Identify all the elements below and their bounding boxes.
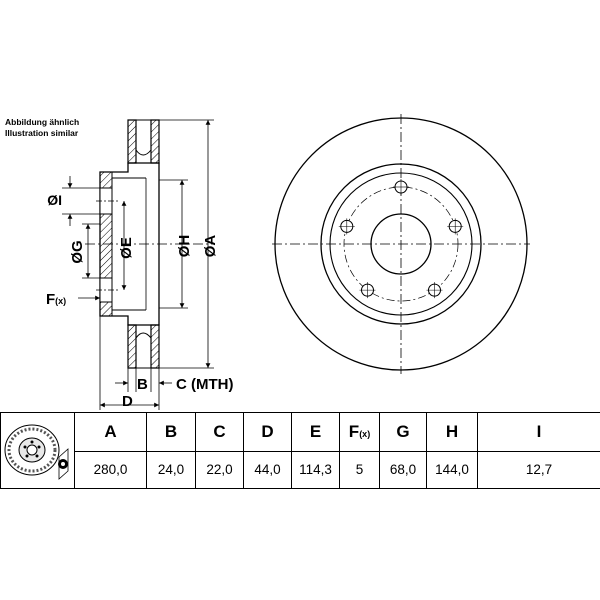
header-E: E xyxy=(291,412,340,452)
value-H: 144,0 xyxy=(426,450,478,489)
header-H: H xyxy=(426,412,478,452)
header-A: A xyxy=(74,412,147,452)
dim-label-F-sub: (x) xyxy=(55,296,66,306)
dim-label-H: ØH xyxy=(176,235,193,258)
value-E: 114,3 xyxy=(291,450,340,489)
cross-section-view: ØI ØG ØE ØH ØA F(x) B C (MTH) D xyxy=(46,119,233,410)
value-A: 280,0 xyxy=(74,450,147,489)
note-similar-de: Abbildung ähnlich xyxy=(5,117,80,127)
dim-label-G: ØG xyxy=(69,240,86,263)
header-F: F(x) xyxy=(339,412,380,452)
dim-label-E: ØE xyxy=(118,237,135,259)
value-G: 68,0 xyxy=(379,450,427,489)
value-D: 44,0 xyxy=(243,450,292,489)
dim-label-F-letter: F xyxy=(46,291,55,308)
header-G: G xyxy=(379,412,427,452)
spec-table: A B C D E F(x) G H I 280,0 24,0 22,0 44,… xyxy=(0,412,600,489)
dim-label-B: B xyxy=(137,376,148,393)
header-C: C xyxy=(195,412,244,452)
note-similar-en: Illustration similar xyxy=(5,128,79,138)
value-F: 5 xyxy=(339,450,380,489)
value-B: 24,0 xyxy=(146,450,196,489)
header-I: I xyxy=(477,412,600,452)
header-B: B xyxy=(146,412,196,452)
dim-label-D: D xyxy=(122,393,133,410)
dim-label-C: C (MTH) xyxy=(176,376,233,393)
front-view xyxy=(272,114,530,374)
header-D: D xyxy=(243,412,292,452)
value-C: 22,0 xyxy=(195,450,244,489)
dim-label-F: F(x) xyxy=(46,291,66,308)
dim-label-I: ØI xyxy=(47,192,62,208)
brake-disc-icon xyxy=(4,424,68,480)
value-I: 12,7 xyxy=(477,450,600,489)
header-F-letter: F xyxy=(348,421,360,441)
dim-label-A: ØA xyxy=(202,235,219,258)
bolt-holes xyxy=(338,179,464,299)
technical-drawing: ØI ØG ØE ØH ØA F(x) B C (MTH) D xyxy=(46,114,530,410)
header-F-sub: (x) xyxy=(359,428,371,439)
icon-cell xyxy=(0,412,75,489)
vented-disc-icon xyxy=(57,448,68,480)
